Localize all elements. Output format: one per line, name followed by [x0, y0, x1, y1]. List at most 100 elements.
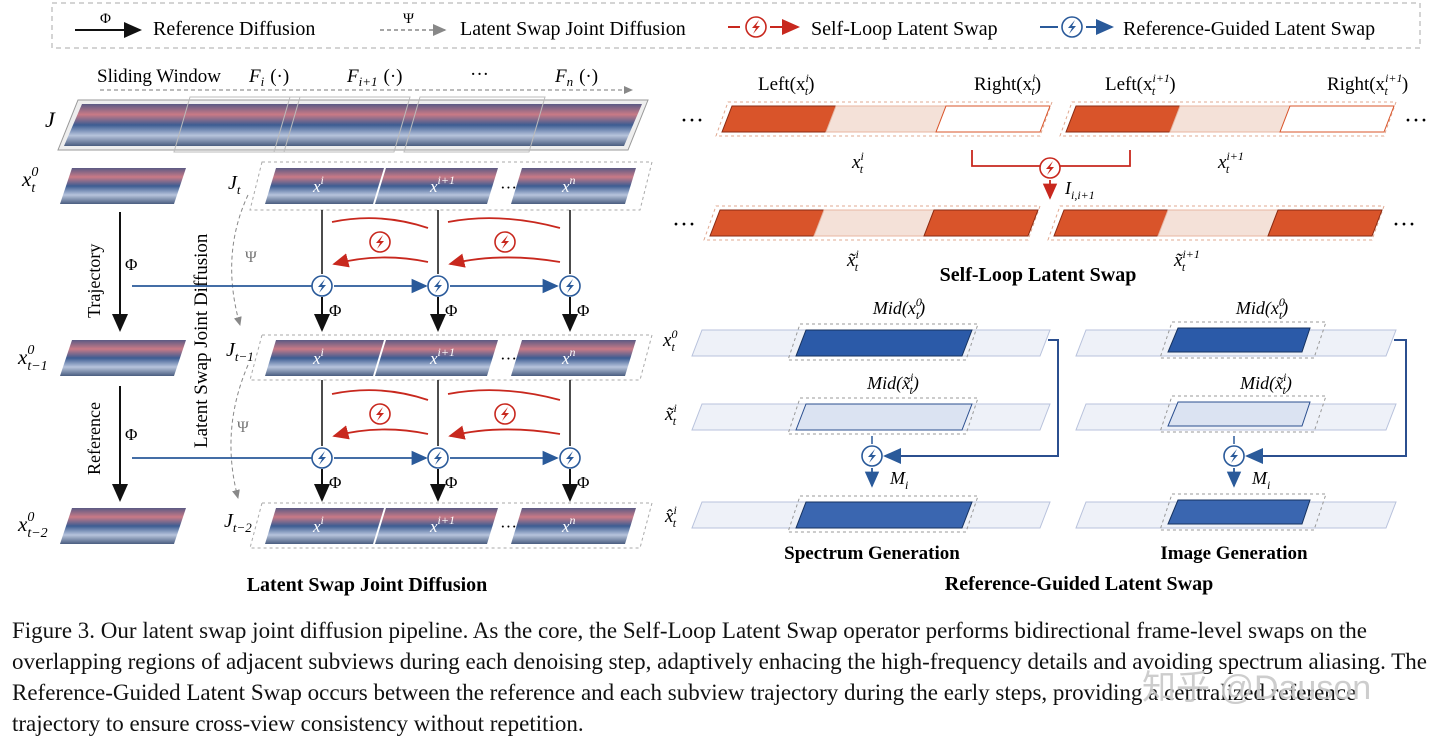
ref-guided-bolt-icon [311, 275, 333, 297]
tile-t2-n-label: xn [561, 513, 576, 536]
tile-t2-n [511, 508, 636, 544]
left-panel-title: Latent Swap Joint Diffusion [247, 574, 488, 596]
strip2-ellipsis-left: ··· [672, 212, 696, 238]
ref-image-t2 [60, 508, 186, 544]
legend-psi: Ψ [403, 11, 415, 27]
panorama-J-image [64, 104, 642, 146]
tile-t-n-label: xn [561, 173, 576, 196]
row-t1-frame [249, 334, 653, 381]
red-arc-1c [447, 217, 561, 229]
strip1-right-block [935, 105, 1051, 133]
self-loop-title: Self-Loop Latent Swap [940, 264, 1137, 286]
right-panel-title: Reference-Guided Latent Swap [945, 573, 1214, 595]
red-arc-2d [448, 425, 561, 440]
red-arc-1b [332, 253, 429, 268]
strip2-right-block [923, 209, 1039, 237]
row-t: xi xi+1 ··· xn [249, 161, 653, 211]
ref-guided-bolt-icon [559, 447, 581, 469]
ref-image-t1 [60, 340, 186, 376]
phi-ref-2: Φ [125, 425, 137, 444]
row-t1: xi xi+1 ··· xn [249, 334, 653, 381]
Jt1-label: Jt−1 [226, 339, 254, 364]
red-arc-2a [331, 389, 429, 401]
pipeline-figure: Φ Reference Diffusion Ψ Latent Swap Join… [17, 2, 1428, 596]
legend-joint-diffusion: Latent Swap Joint Diffusion [460, 18, 686, 40]
watermark: 知乎 @Dauson [1142, 669, 1372, 707]
tile-t1-i-label: xi [312, 345, 324, 368]
Jt-label: Jt [228, 172, 241, 197]
trajectory-label: Trajectory [84, 244, 104, 318]
red-arc-1a [331, 217, 429, 229]
spec-feedback-line [883, 339, 1059, 464]
self-loop-bolt-icon [369, 231, 391, 253]
spec-x0-mid [795, 329, 973, 357]
strip1-ellipsis-left: ··· [680, 108, 704, 134]
f-i-label: Fi(·) [248, 66, 289, 89]
f-i1-label: Fi+1(·) [346, 66, 402, 89]
strip2b-left-block [1053, 209, 1169, 237]
strip1b-frame [1059, 101, 1397, 137]
vertical-joint-diffusion-label: Latent Swap Joint Diffusion [191, 233, 212, 448]
Jt2-label: Jt−2 [224, 510, 252, 535]
left-panel: Sliding Window Fi(·) Fi+1(·) ··· Fn(·) J… [17, 64, 653, 596]
ref-guided-bolt-icon [1061, 16, 1083, 38]
f-n-label: Fn(·) [554, 66, 598, 89]
tile-t-i1-label: xi+1 [429, 173, 455, 196]
img-feedback-line [1245, 339, 1407, 464]
red-arc-2c [447, 389, 561, 401]
strip2b-right-block [1267, 209, 1383, 237]
strip1-mid-block [825, 105, 947, 133]
phi-2b: Φ [445, 473, 457, 492]
f-ellipsis: ··· [470, 64, 489, 85]
strip2-left-block [709, 209, 825, 237]
ref-guided-bolt-icon [427, 447, 449, 469]
figure-caption: Figure 3. Our latent swap joint diffusio… [12, 618, 1427, 736]
ref-guided-bolt-icon [427, 275, 449, 297]
legend: Φ Reference Diffusion Ψ Latent Swap Join… [51, 2, 1421, 49]
phi-2c: Φ [577, 473, 589, 492]
tile-t1-n [511, 340, 636, 376]
self-loop-bolt-icon [494, 403, 516, 425]
img-x0-mid [1167, 327, 1311, 353]
self-loop-bolt-icon [745, 16, 767, 38]
J-label: J [45, 107, 56, 132]
sliding-window-label: Sliding Window [97, 66, 221, 87]
strip2b-frame [1047, 205, 1385, 241]
tile-t2-ellipsis: ··· [500, 517, 517, 536]
red-arc-1d [448, 253, 561, 268]
tile-t-n [511, 168, 636, 204]
tile-t1-i [265, 340, 384, 376]
ref-guided-bolt-icon [1223, 445, 1245, 467]
ref-guided-bolt-icon [311, 447, 333, 469]
tile-t-i1 [375, 168, 498, 204]
row-t-frame [249, 161, 653, 211]
strip1b-right-block [1279, 105, 1395, 133]
img-tilde-mid [1167, 401, 1311, 427]
ref-guided-bolt-icon [559, 275, 581, 297]
spec-tilde-mid [795, 403, 973, 431]
m-i-label-spec: Mi [889, 468, 908, 492]
tile-t2-i1 [375, 508, 498, 544]
swap-block-2: Φ Φ Φ [132, 380, 589, 502]
legend-box [51, 2, 1421, 49]
psi-arrow-2 [230, 364, 249, 499]
strip2-mid-block [813, 209, 935, 237]
img-hat-mid-frame [1159, 493, 1327, 531]
tile-t1-i1-label: xi+1 [429, 345, 455, 368]
self-loop-bolt-icon [494, 231, 516, 253]
m-i-label-img: Mi [1251, 468, 1270, 492]
